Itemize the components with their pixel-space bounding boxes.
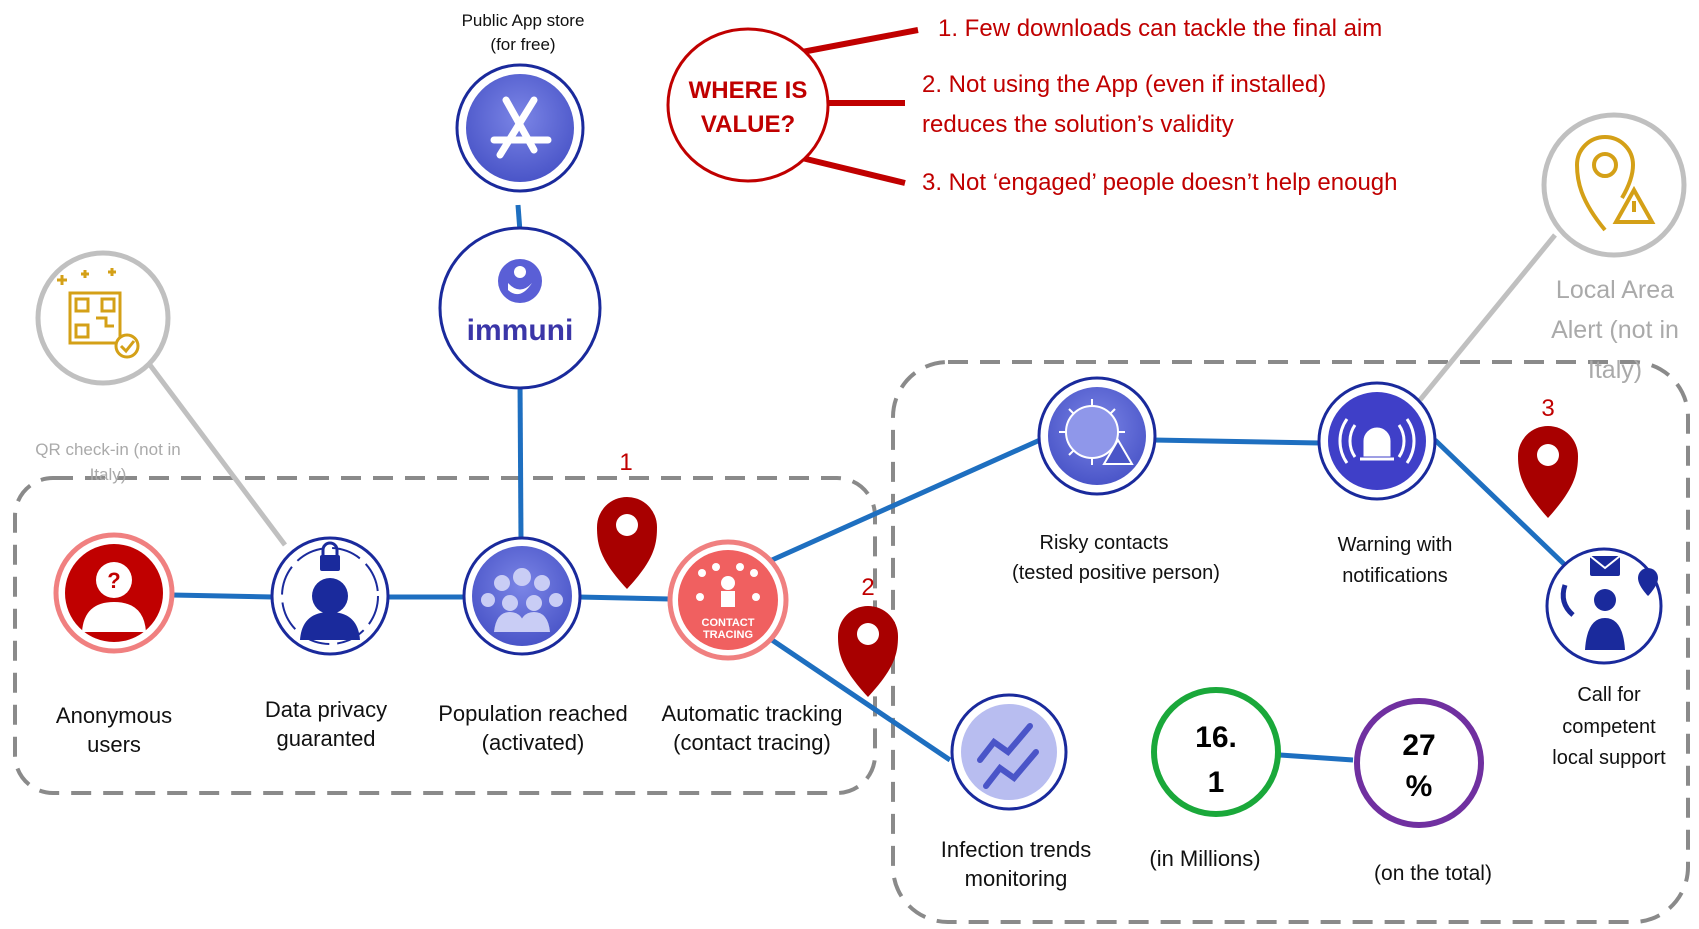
immuni-app-node[interactable]: immuni xyxy=(438,226,602,390)
tracking-label-line1: Automatic tracking xyxy=(662,701,843,726)
risky-contacts-node[interactable] xyxy=(1037,376,1157,496)
downloads-value-line1: 16. xyxy=(1195,721,1237,754)
population-label-line1: Population reached xyxy=(438,701,628,726)
map-pin-icon xyxy=(597,497,657,589)
downloads-value-line2: 1 xyxy=(1208,766,1225,799)
immuni-logo-icon xyxy=(498,259,542,303)
risky-label-line2: (tested positive person) xyxy=(1012,562,1220,584)
share-caption: (on the total) xyxy=(1374,862,1492,885)
privacy-user-icon xyxy=(300,541,360,640)
downloads-stat: 16. 1 xyxy=(1151,687,1281,817)
value-point-1: 1. Few downloads can tackle the final ai… xyxy=(938,15,1382,42)
local-alert-node xyxy=(1541,112,1687,258)
value-point-2-line2: reduces the solution’s validity xyxy=(922,111,1234,138)
share-value-line2: % xyxy=(1406,770,1433,803)
value-bubble-line1: WHERE IS xyxy=(689,77,808,104)
data-privacy-node[interactable] xyxy=(270,536,390,656)
map-pin-icon xyxy=(1518,426,1578,518)
trend-arrows-icon xyxy=(977,723,1039,789)
alarm-bell-icon xyxy=(1338,418,1416,464)
value-bubble: WHERE IS VALUE? xyxy=(666,27,830,183)
contact-badge-line2: TRACING xyxy=(703,629,753,641)
immuni-wordmark: immuni xyxy=(467,314,574,347)
downloads-caption: (in Millions) xyxy=(1149,846,1260,871)
virus-warning-icon xyxy=(1059,399,1134,465)
warning-label-line1: Warning with xyxy=(1338,534,1453,556)
share-value-line1: 27 xyxy=(1402,729,1435,762)
share-stat: 27 % xyxy=(1354,698,1484,828)
store-title-line2: (for free) xyxy=(490,35,555,54)
local-alert-line1: Local Area xyxy=(1556,276,1674,304)
marker-1-label: 1 xyxy=(619,449,632,476)
marker-2: 2 xyxy=(838,574,898,697)
contact-tracing-node[interactable]: CONTACT TRACING xyxy=(667,539,789,661)
value-lines xyxy=(801,27,919,186)
qr-connector xyxy=(148,363,287,547)
marker-1: 1 xyxy=(597,449,657,589)
tracking-label-line2: (contact tracing) xyxy=(673,730,831,755)
anonymous-label-line1: Anonymous xyxy=(56,703,172,728)
contact-badge-line1: CONTACT xyxy=(702,617,755,629)
population-label-line2: (activated) xyxy=(482,730,585,755)
map-pin-icon xyxy=(838,606,898,697)
crowd-icon xyxy=(481,568,563,632)
store-title-line1: Public App store xyxy=(462,11,585,30)
marker-3: 3 xyxy=(1518,395,1578,518)
right-group-frame xyxy=(891,360,1690,924)
infection-trends-node[interactable] xyxy=(950,693,1068,811)
value-bubble-line2: VALUE? xyxy=(701,111,795,138)
privacy-label-line2: guaranted xyxy=(276,726,375,751)
alert-connector xyxy=(1418,233,1557,402)
value-point-3: 3. Not ‘engaged’ people doesn’t help eno… xyxy=(922,169,1398,196)
value-point-2-line1: 2. Not using the App (even if installed) xyxy=(922,71,1326,98)
marker-3-label: 3 xyxy=(1541,395,1554,422)
support-label-line1: Call for xyxy=(1577,684,1641,706)
support-label-line2: competent xyxy=(1562,716,1656,738)
qr-code-icon xyxy=(57,268,140,359)
svg-text:?: ? xyxy=(107,568,120,593)
local-support-node[interactable] xyxy=(1545,547,1663,665)
anonymous-users-node[interactable]: ? xyxy=(53,532,175,654)
call-support-icon xyxy=(1560,555,1658,650)
risky-label-line1: Risky contacts xyxy=(1040,532,1169,554)
app-store-node[interactable] xyxy=(455,63,585,193)
warning-label-line2: notifications xyxy=(1342,565,1448,587)
local-alert-line3: Italy) xyxy=(1588,356,1642,384)
privacy-label-line1: Data privacy xyxy=(265,697,387,722)
qr-checkin-node xyxy=(35,250,171,386)
contact-tracing-icon xyxy=(696,563,760,607)
support-label-line3: local support xyxy=(1552,747,1666,769)
marker-2-label: 2 xyxy=(861,574,874,601)
trends-label-line1: Infection trends xyxy=(941,837,1091,862)
qr-label-line2: Italy) xyxy=(90,465,127,484)
anonymous-label-line2: users xyxy=(87,732,141,757)
qr-label-line1: QR check-in (not in xyxy=(35,440,181,459)
population-node[interactable] xyxy=(462,536,582,656)
location-warning-icon xyxy=(1574,135,1656,232)
app-store-icon xyxy=(490,96,552,159)
warning-notification-node[interactable] xyxy=(1317,381,1437,501)
local-alert-line2: Alert (not in xyxy=(1551,316,1679,344)
anonymous-user-icon: ? xyxy=(82,562,146,632)
trends-label-line2: monitoring xyxy=(965,866,1068,891)
